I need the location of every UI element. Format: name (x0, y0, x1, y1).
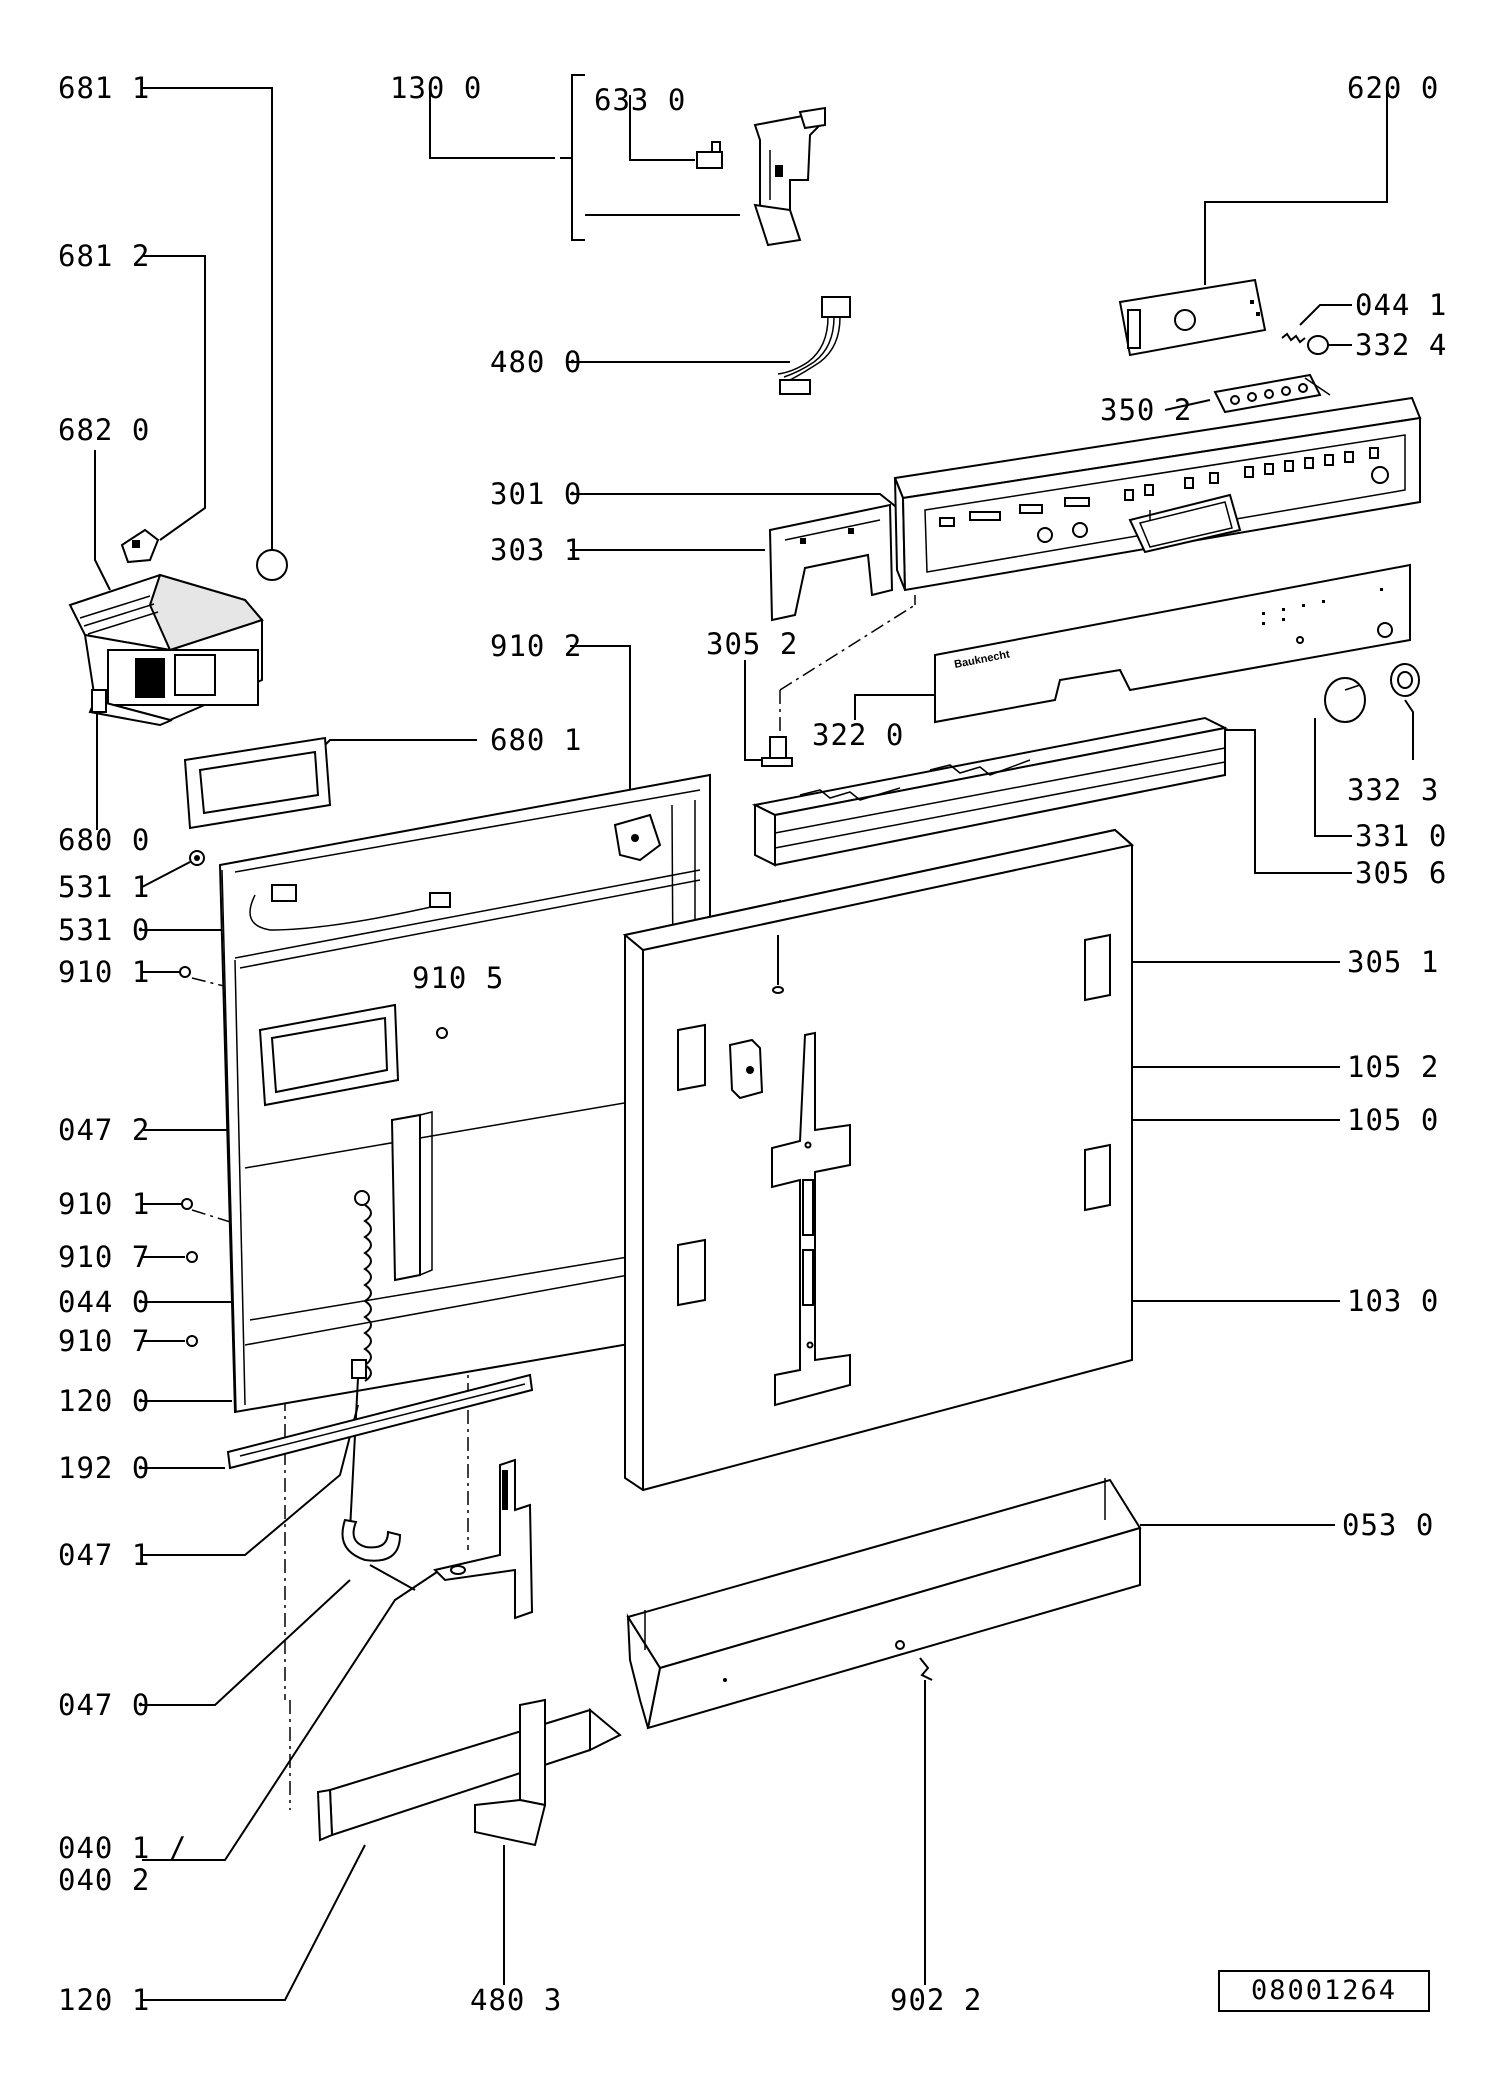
rail-192-0 (226, 1373, 534, 1470)
label-682-0: 682 0 (58, 413, 150, 447)
label-120-1: 120 1 (58, 1983, 150, 2017)
label-305-2: 305 2 (706, 627, 798, 661)
cap-681-1 (256, 549, 288, 581)
label-902-2: 902 2 (890, 1983, 982, 2017)
label-332-4: 332 4 (1355, 328, 1447, 362)
hinge-040-1 (433, 1458, 534, 1620)
label-910-7-a: 910 7 (58, 1240, 150, 1274)
label-305-1: 305 1 (1347, 945, 1439, 979)
fascia-markings (1262, 588, 1383, 625)
label-680-0: 680 0 (58, 823, 150, 857)
label-681-1: 681 1 (58, 71, 150, 105)
label-192-0: 192 0 (58, 1451, 150, 1485)
lamp-332-4 (1307, 335, 1329, 355)
microswitch-633-0 (696, 141, 723, 169)
label-103-0: 103 0 (1347, 1284, 1439, 1318)
lever-681-2 (120, 528, 160, 564)
control-bar-305-6 (751, 716, 1229, 867)
gasket-680-1 (183, 736, 332, 830)
label-910-5: 910 5 (412, 961, 504, 995)
label-105-0: 105 0 (1347, 1103, 1439, 1137)
label-910-2: 910 2 (490, 629, 582, 663)
label-910-1-a: 910 1 (58, 955, 150, 989)
harness-480-0 (777, 296, 851, 395)
dispenser-680-0 (68, 573, 264, 727)
module-620-0 (1118, 278, 1267, 357)
label-350-2: 350 2 (1100, 393, 1192, 427)
channel-053-0 (626, 1478, 1142, 1730)
part-labels: 681 1 130 0 633 0 620 0 681 2 044 1 332 … (58, 71, 1447, 2017)
pin-305-2 (761, 736, 793, 767)
label-480-0: 480 0 (490, 345, 582, 379)
control-panel-301-0 (893, 396, 1422, 592)
spring-044-0 (349, 1190, 372, 1531)
handle-303-1 (768, 503, 894, 622)
label-681-2: 681 2 (58, 239, 150, 273)
label-047-1: 047 1 (58, 1538, 150, 1572)
label-322-0: 322 0 (812, 718, 904, 752)
knob-332-3 (1390, 663, 1420, 697)
label-120-0: 120 0 (58, 1384, 150, 1418)
switch-strip-350-2 (1213, 373, 1331, 414)
label-480-3: 480 3 (470, 1983, 562, 2017)
label-047-2: 047 2 (58, 1113, 150, 1147)
label-303-1: 303 1 (490, 533, 582, 567)
label-910-1-b: 910 1 (58, 1187, 150, 1221)
label-633-0: 633 0 (594, 83, 686, 117)
screws (179, 850, 205, 1347)
door-lock-130-0 (753, 106, 826, 247)
label-531-0: 531 0 (58, 913, 150, 947)
kickplate-120-1 (316, 1698, 622, 1847)
label-620-0: 620 0 (1347, 71, 1439, 105)
label-331-0: 331 0 (1355, 819, 1447, 853)
label-301-0: 301 0 (490, 477, 582, 511)
pulley-047-0 (341, 1518, 416, 1591)
reference-code-box: 08001264 (1218, 1970, 1430, 2012)
knob-331-0 (1324, 677, 1366, 723)
label-044-1: 044 1 (1355, 288, 1447, 322)
label-053-0: 053 0 (1342, 1508, 1434, 1542)
label-910-7-b: 910 7 (58, 1324, 150, 1358)
label-040-1: 040 1 / (58, 1831, 187, 1865)
fascia-322-0: Bauknecht (934, 563, 1411, 724)
label-105-2: 105 2 (1347, 1050, 1439, 1084)
panel-buttons (939, 447, 1379, 527)
label-130-0: 130 0 (390, 71, 482, 105)
leader-lines (94, 74, 1414, 2001)
label-332-3: 332 3 (1347, 773, 1439, 807)
label-044-0: 044 0 (58, 1285, 150, 1319)
label-047-0: 047 0 (58, 1688, 150, 1722)
outer-door-103-0 (622, 828, 1135, 1492)
label-680-1: 680 1 (490, 723, 582, 757)
label-305-6: 305 6 (1355, 856, 1447, 890)
label-531-1: 531 1 (58, 870, 150, 904)
label-040-2: 040 2 (58, 1863, 150, 1897)
spring-044-1 (1281, 332, 1306, 344)
